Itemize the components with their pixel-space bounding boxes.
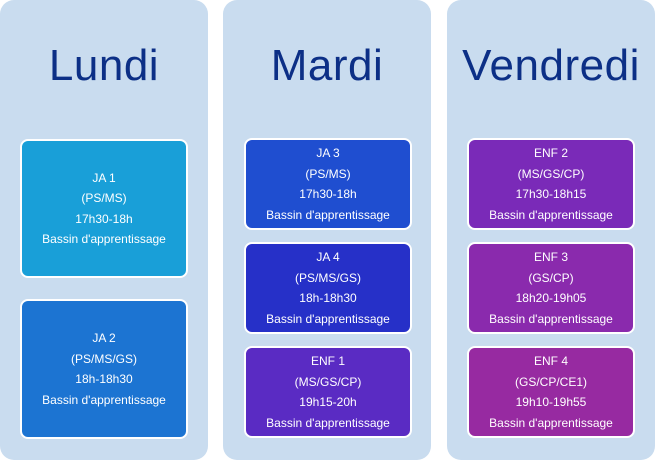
session-name: JA 2 — [92, 331, 116, 345]
session-card-ja3: JA 3 (PS/MS) 17h30-18h Bassin d'apprenti… — [244, 138, 412, 230]
day-title: Vendredi — [462, 41, 640, 90]
session-card-ja2: JA 2 (PS/MS/GS) 18h-18h30 Bassin d'appre… — [20, 299, 188, 439]
session-time: 17h30-18h — [75, 211, 133, 226]
session-place: Bassin d'apprentissage — [489, 311, 613, 326]
session-card-enf1: ENF 1 (MS/GS/CP) 19h15-20h Bassin d'appr… — [244, 346, 412, 438]
day-column-vendredi: Vendredi ENF 2 (MS/GS/CP) 17h30-18h15 Ba… — [447, 0, 655, 460]
session-name: ENF 1 — [310, 354, 345, 368]
session-name: ENF 3 — [533, 250, 568, 264]
session-card-enf2: ENF 2 (MS/GS/CP) 17h30-18h15 Bassin d'ap… — [467, 138, 635, 230]
session-time: 17h30-18h15 — [515, 187, 587, 201]
session-name: ENF 4 — [533, 354, 568, 368]
session-place: Bassin d'apprentissage — [266, 415, 390, 430]
session-levels: (GS/CP/CE1) — [514, 374, 587, 389]
session-levels: (GS/CP) — [528, 270, 574, 285]
session-levels: (PS/MS/GS) — [294, 270, 361, 285]
session-name: JA 4 — [316, 250, 340, 264]
session-card-ja1: JA 1 (PS/MS) 17h30-18h Bassin d'apprenti… — [20, 139, 188, 278]
session-card-enf3: ENF 3 (GS/CP) 18h20-19h05 Bassin d'appre… — [467, 242, 635, 334]
session-levels: (MS/GS/CP) — [294, 374, 362, 389]
session-place: Bassin d'apprentissage — [42, 392, 166, 407]
session-time: 19h15-20h — [299, 395, 357, 409]
session-time: 18h-18h30 — [299, 291, 357, 305]
day-column-lundi: Lundi JA 1 (PS/MS) 17h30-18h Bassin d'ap… — [0, 0, 208, 460]
day-column-mardi: Mardi JA 3 (PS/MS) 17h30-18h Bassin d'ap… — [223, 0, 431, 460]
session-time: 18h20-19h05 — [515, 291, 587, 305]
session-card-enf4: ENF 4 (GS/CP/CE1) 19h10-19h55 Bassin d'a… — [467, 346, 635, 438]
session-levels: (PS/MS/GS) — [70, 351, 137, 366]
session-place: Bassin d'apprentissage — [489, 415, 613, 430]
session-levels: (PS/MS) — [81, 191, 127, 205]
day-title: Lundi — [48, 41, 160, 90]
session-time: 17h30-18h — [299, 187, 357, 201]
session-place: Bassin d'apprentissage — [266, 207, 390, 222]
session-time: 18h-18h30 — [75, 372, 133, 386]
session-card-ja4: JA 4 (PS/MS/GS) 18h-18h30 Bassin d'appre… — [244, 242, 412, 334]
day-title: Mardi — [270, 41, 384, 90]
session-place: Bassin d'apprentissage — [266, 311, 390, 326]
session-levels: (PS/MS) — [305, 166, 351, 181]
session-name: JA 3 — [316, 146, 340, 160]
session-name: ENF 2 — [533, 146, 568, 160]
session-name: JA 1 — [92, 170, 116, 185]
session-levels: (MS/GS/CP) — [517, 166, 585, 181]
session-place: Bassin d'apprentissage — [489, 207, 613, 222]
session-time: 19h10-19h55 — [515, 395, 587, 409]
session-place: Bassin d'apprentissage — [42, 232, 166, 246]
